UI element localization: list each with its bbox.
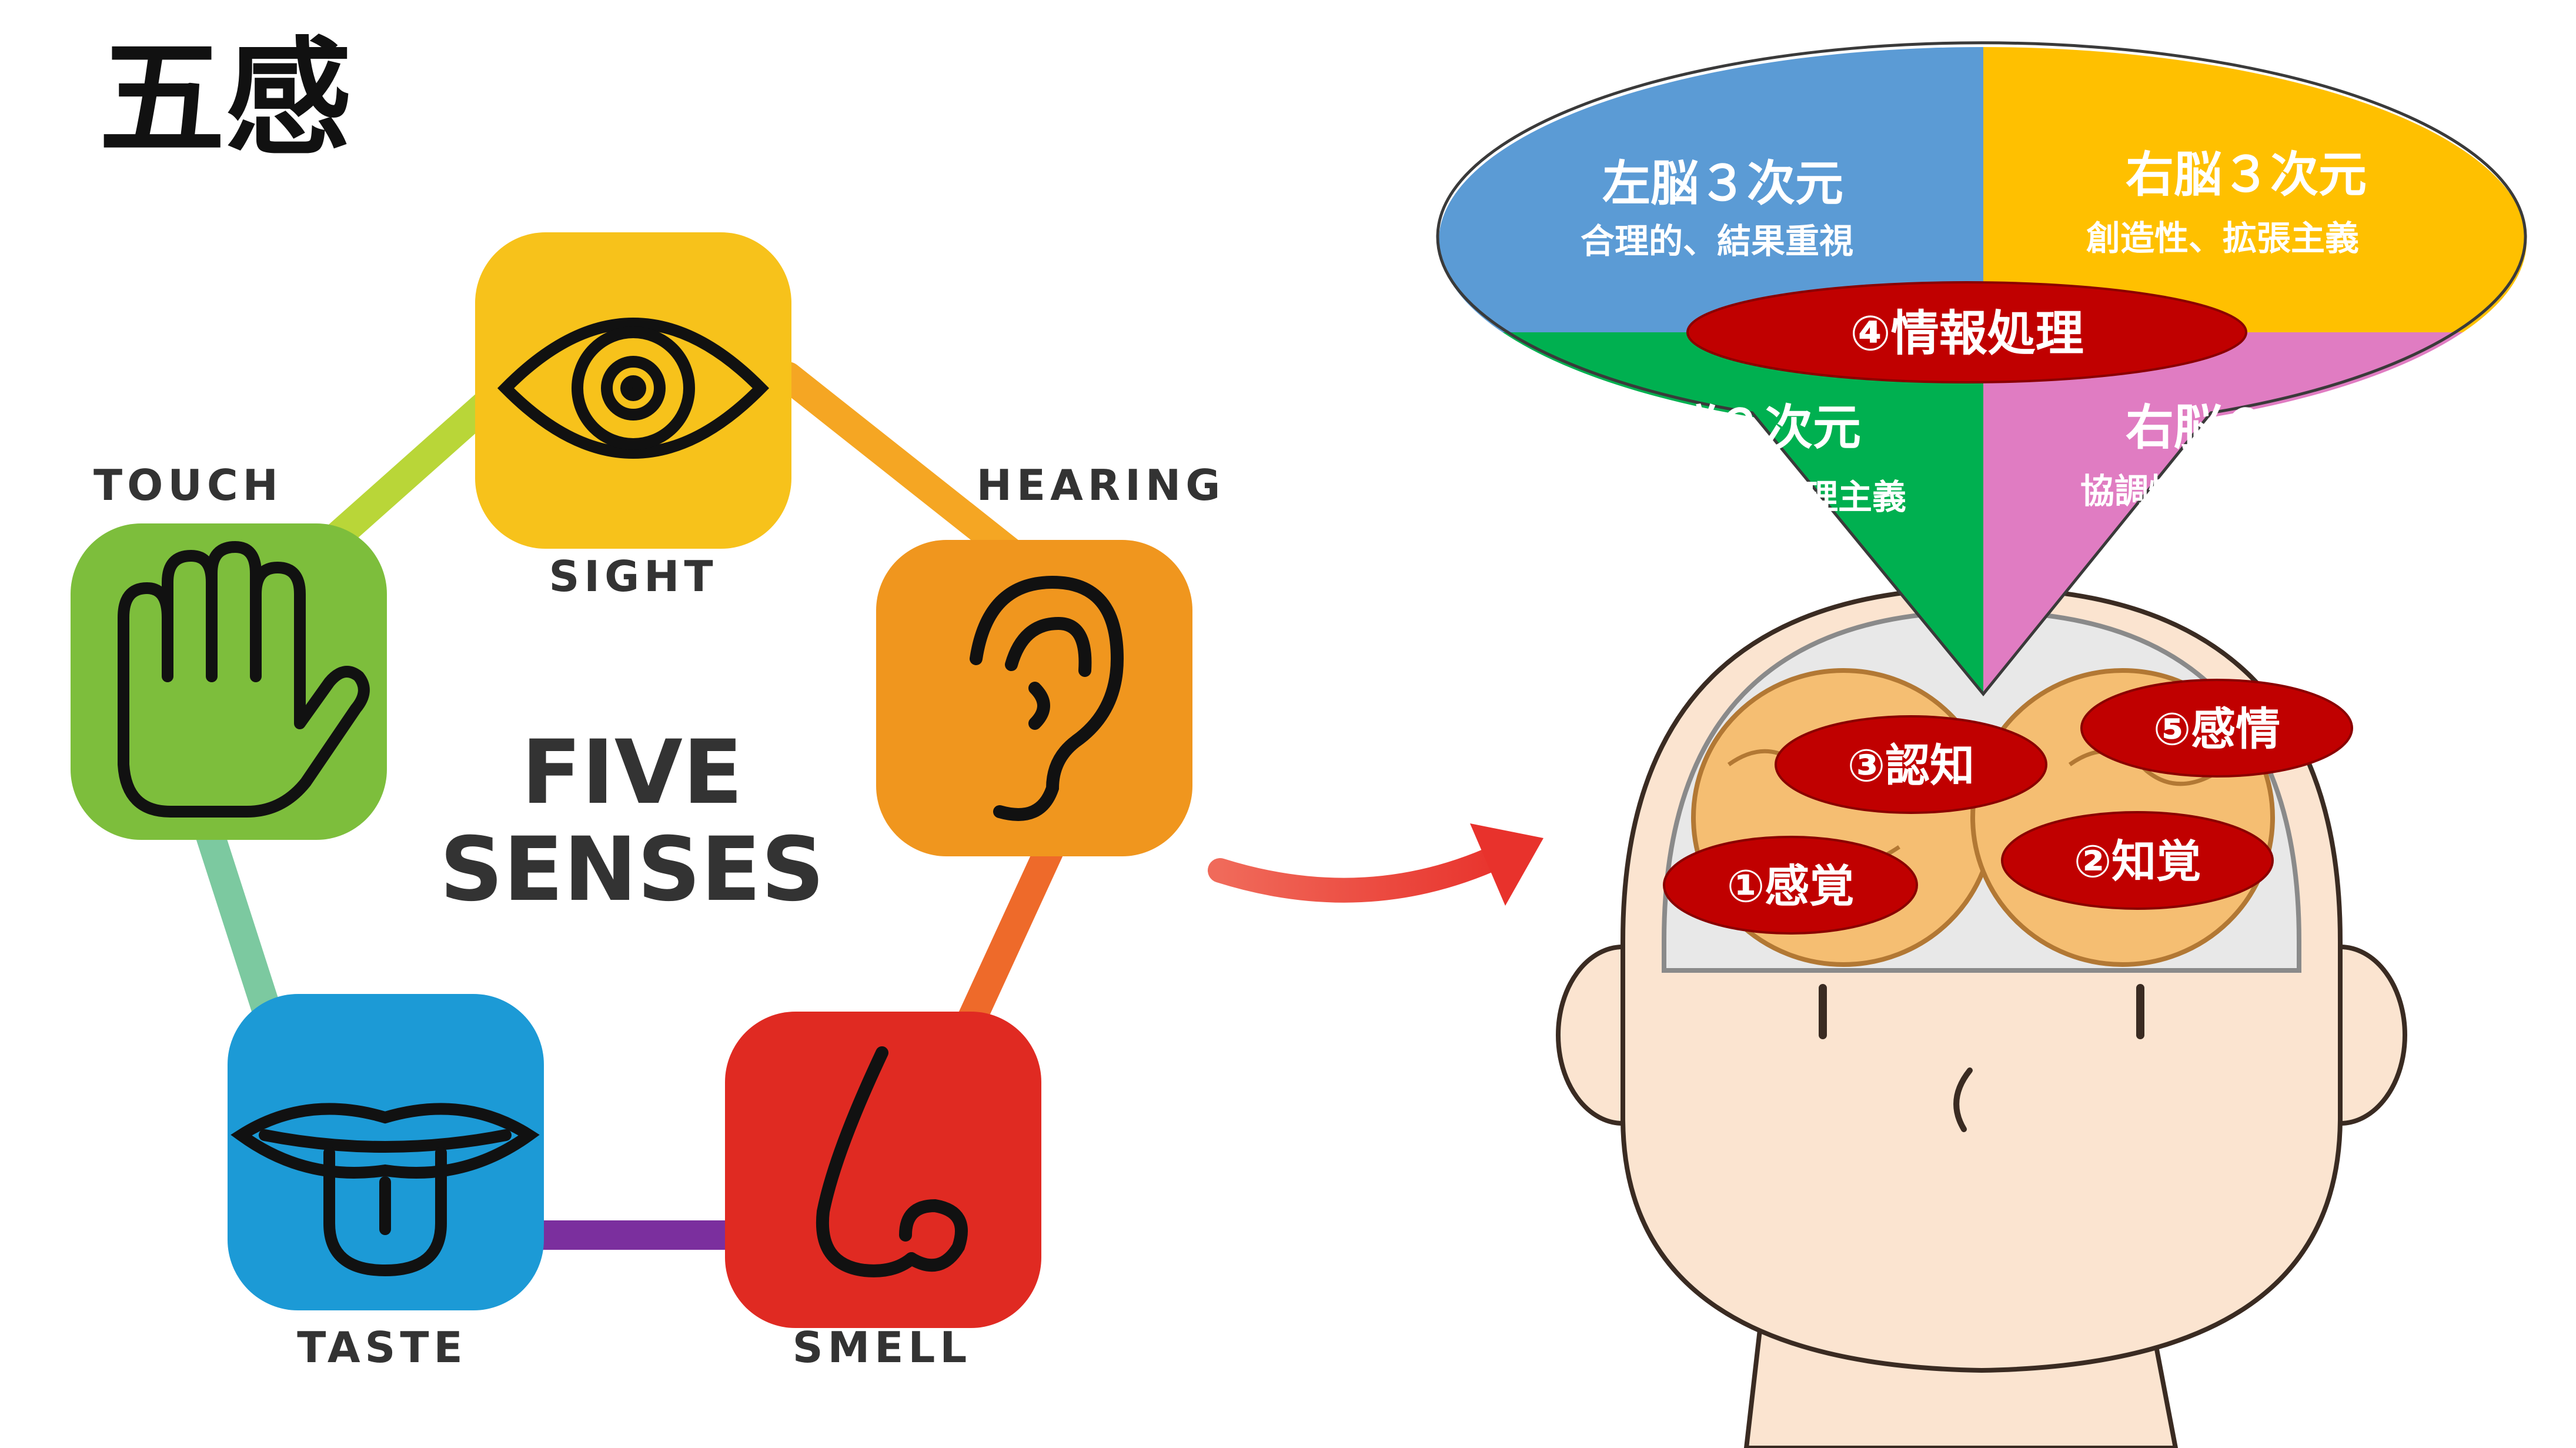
- mouth-tongue-icon: [230, 1103, 540, 1277]
- taste-tile: [228, 994, 544, 1310]
- taste-label: TASTE: [297, 1323, 467, 1372]
- nose: [1953, 1067, 1973, 1132]
- touch-label: TOUCH: [93, 461, 283, 510]
- touch-tile: [71, 523, 387, 840]
- center-title-line2: SENSES: [440, 819, 825, 921]
- processing-badge: [1686, 281, 2247, 383]
- left2-title: 左脳２次元: [1620, 400, 1861, 456]
- smell-label: SMELL: [793, 1323, 971, 1372]
- perception-badge: [2001, 811, 2274, 910]
- stage-labels: ③認知 ⑤感情 ②知覚 ①感覚: [1663, 679, 2353, 935]
- cognition-label: ③認知: [1847, 739, 1974, 792]
- right3-sub: 創造性、拡張主義: [2086, 218, 2359, 258]
- ear-icon: [970, 575, 1124, 821]
- eye-icon: [497, 318, 770, 459]
- brain-dominance-bubble: 左脳３次元 合理的、結果重視 右脳３次元 創造性、拡張主義 左脳２次元 保守的、…: [1436, 41, 2527, 696]
- emotion-badge: [2080, 679, 2353, 778]
- left2-sub: 保守的、原理主義: [1633, 477, 1906, 517]
- nose-icon: [816, 1046, 968, 1277]
- sensation-badge: [1663, 836, 1918, 935]
- cognition-badge: [1775, 715, 2047, 814]
- sight-tile: [475, 232, 791, 549]
- hearing-label: HEARING: [977, 461, 1225, 510]
- right3-title: 右脳３次元: [2126, 147, 2367, 203]
- five-senses-wheel: SIGHT HEARING TOUCH TASTE SMELL FIVE SEN…: [71, 232, 1225, 1372]
- right2-title: 右脳２次元: [2126, 400, 2367, 456]
- sight-label: SIGHT: [549, 552, 717, 601]
- processing-label: ④情報処理: [1850, 306, 2083, 362]
- sensation-label: ①感覚: [1727, 860, 1854, 912]
- smell-tile: [725, 1012, 1041, 1328]
- left3-title: 左脳３次元: [1602, 156, 1843, 212]
- emotion-label: ⑤感情: [2153, 703, 2280, 755]
- transition-arrow: [1208, 823, 1543, 906]
- hearing-tile: [876, 540, 1192, 856]
- left3-sub: 合理的、結果重視: [1581, 221, 1853, 261]
- center-title-line1: FIVE: [522, 722, 743, 824]
- page-title: 五感: [99, 25, 352, 172]
- perception-label: ②知覚: [2074, 835, 2201, 888]
- hand-icon: [118, 541, 370, 818]
- bubble-outline: [1436, 41, 2527, 696]
- right2-sub: 協調性、対人重視: [2080, 471, 2353, 511]
